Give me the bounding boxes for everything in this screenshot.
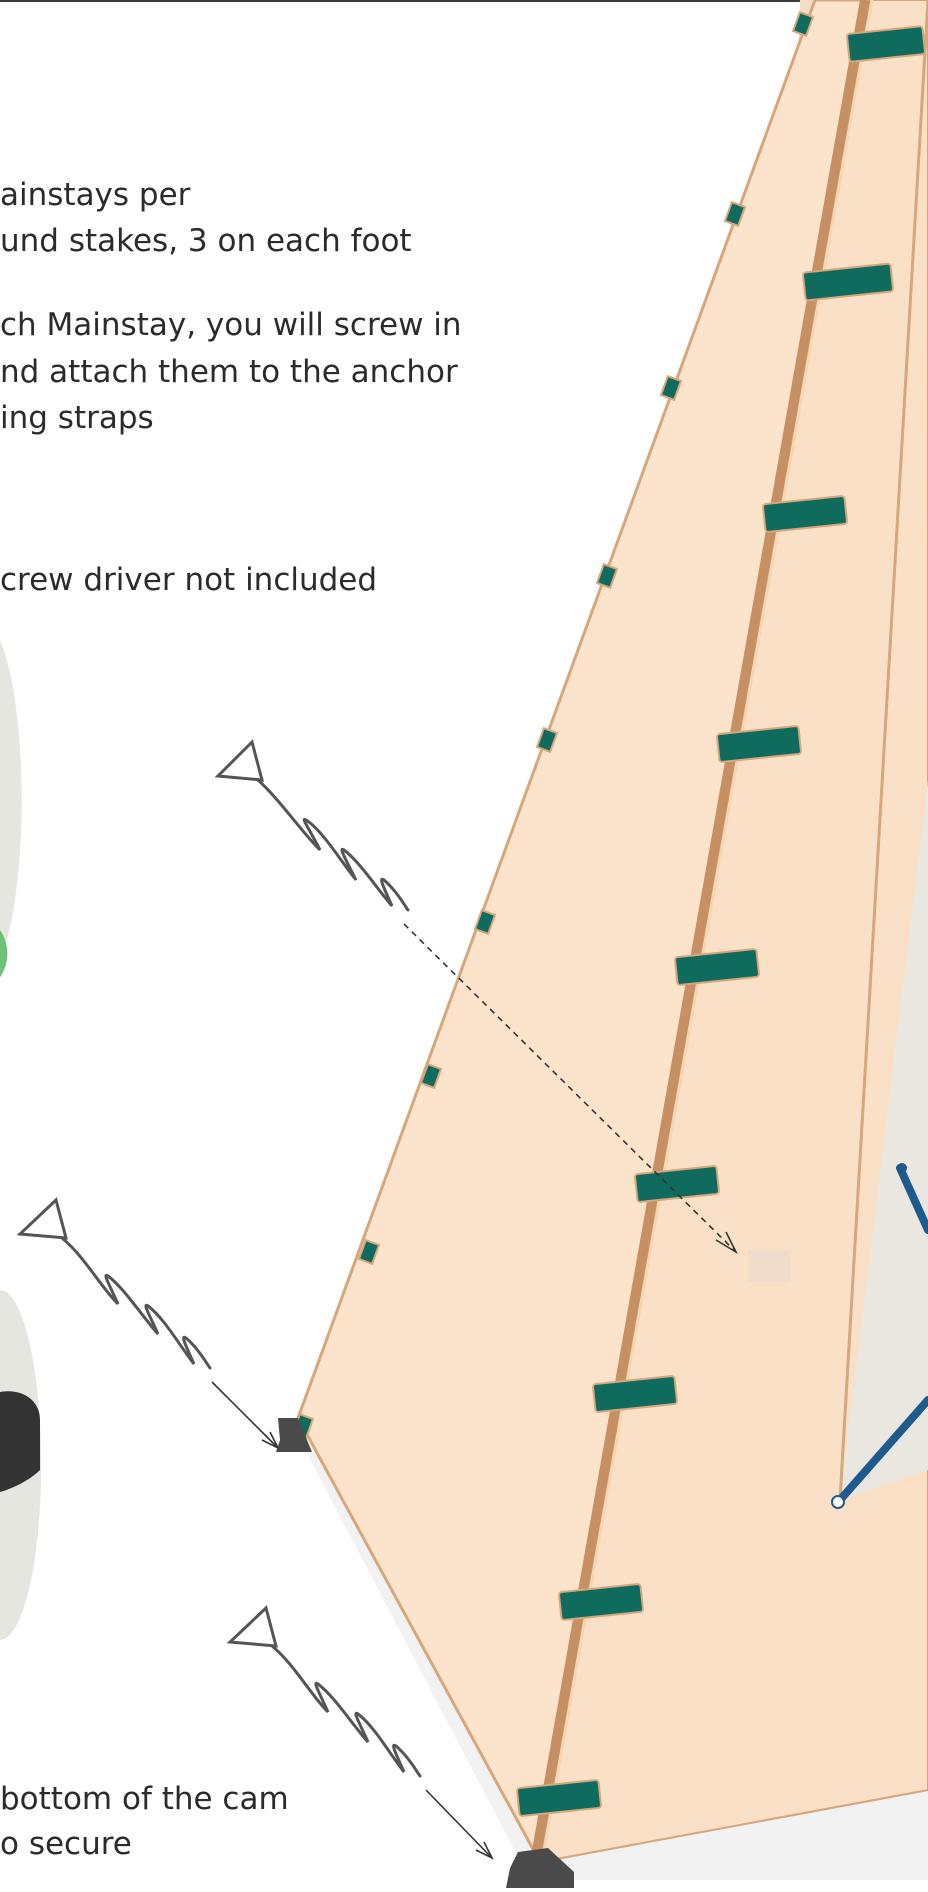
pole-end [832, 1496, 844, 1508]
pole-tip [897, 1163, 907, 1173]
stake-icon [230, 1608, 420, 1776]
stake-arrow-line [426, 1790, 490, 1856]
stake-arrow-line [212, 1382, 276, 1446]
stake-icon [218, 742, 408, 910]
detail-circle-top [0, 640, 22, 960]
stake-icon [20, 1200, 210, 1368]
inner-anchor [748, 1250, 790, 1282]
